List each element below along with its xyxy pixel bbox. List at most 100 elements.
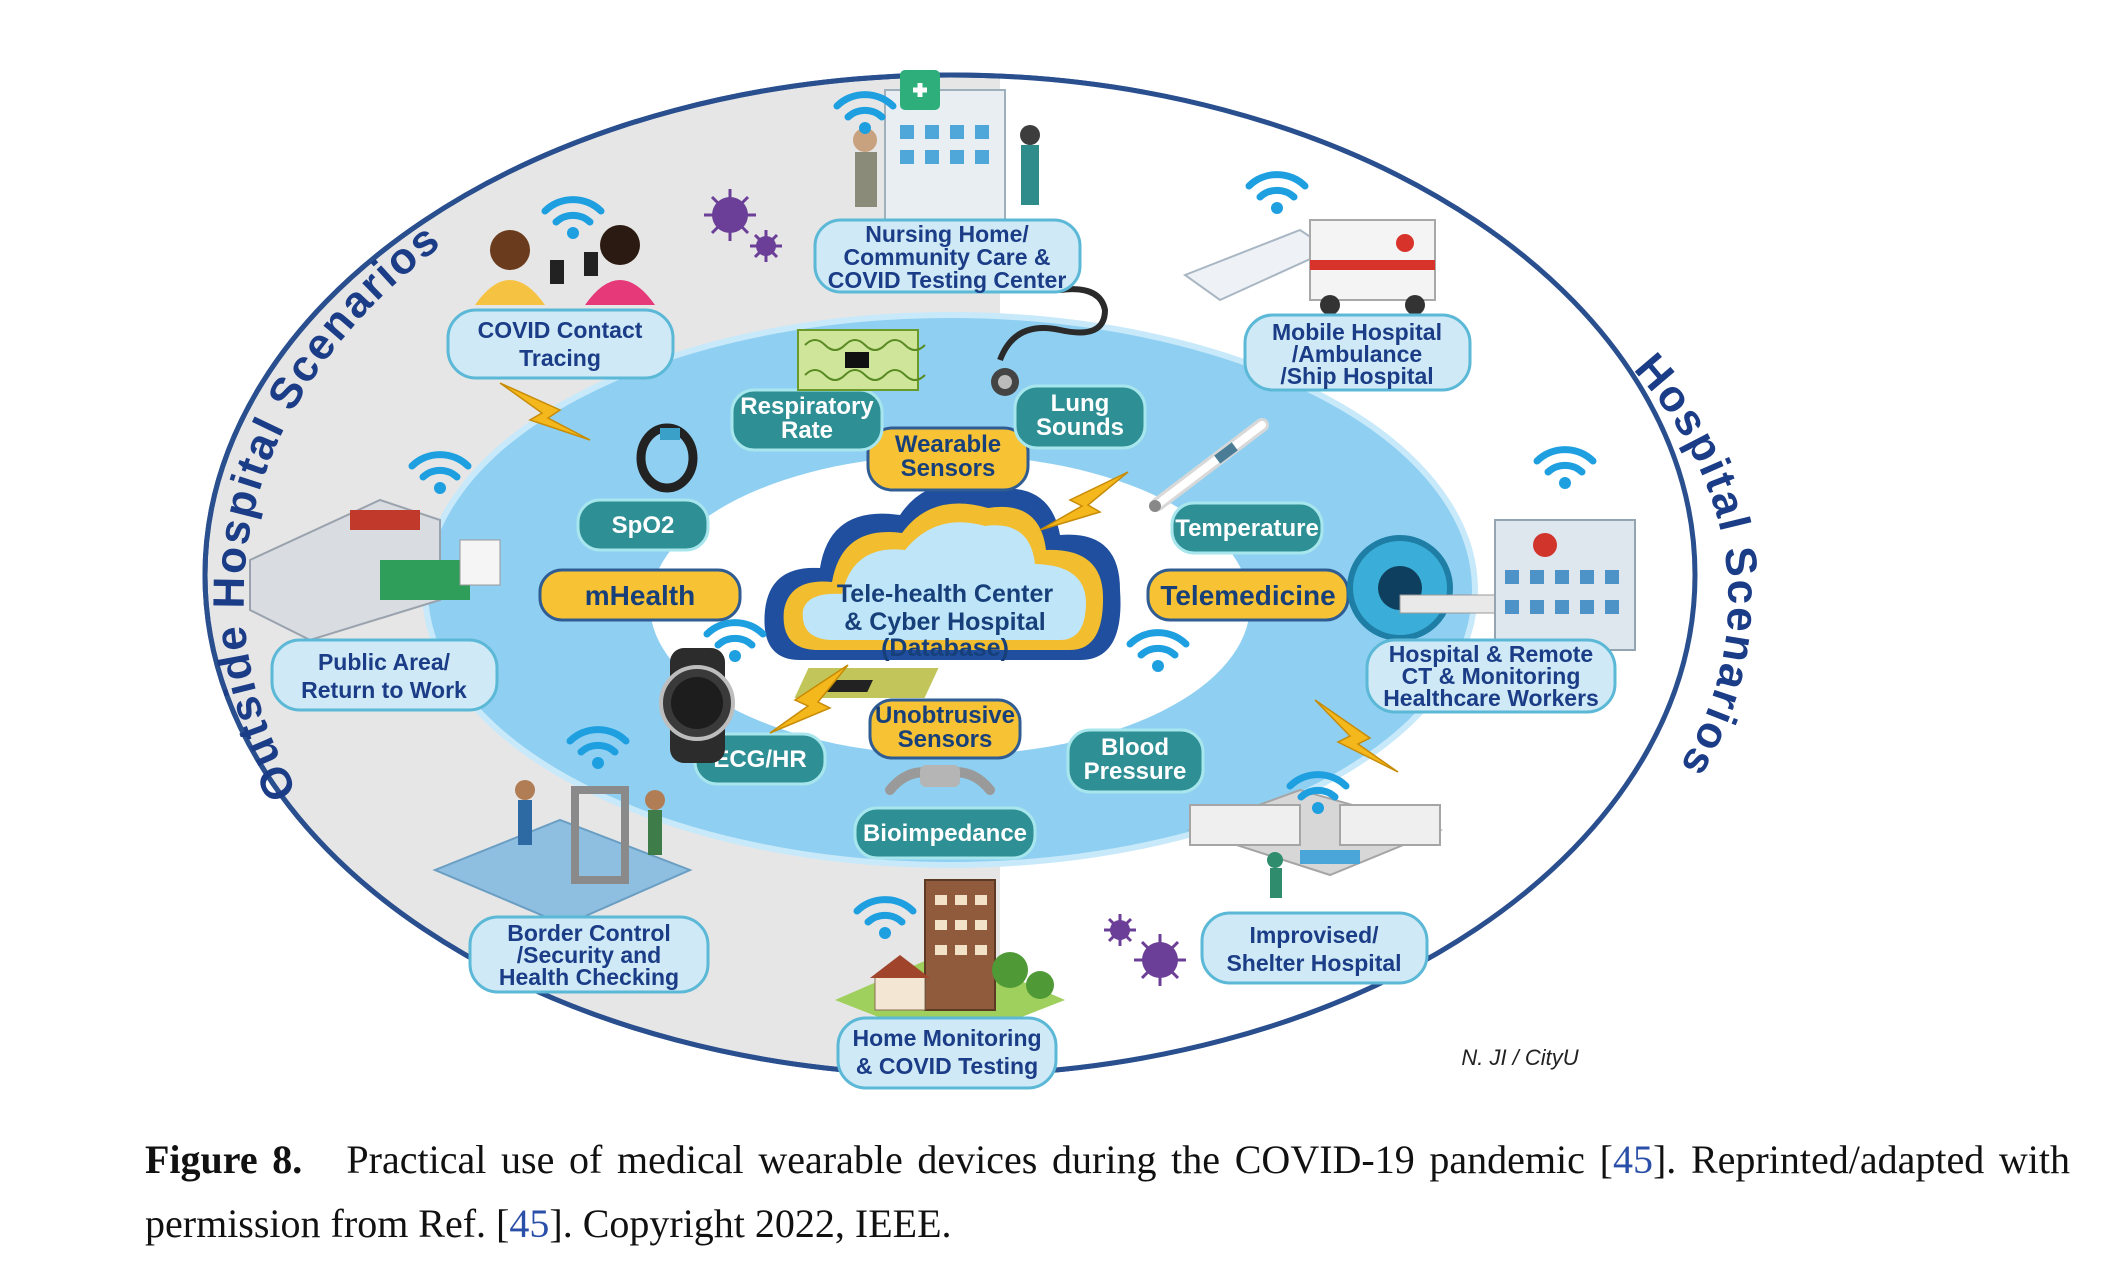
blood-pressure-line-2: Pressure [1084,758,1187,785]
lightning-bolt-icon [1039,471,1129,531]
ecg-hr-pill: ECG/HR [693,732,827,786]
mhealth-pill: mHealth [538,568,742,622]
blood-pressure-line-1: Blood [1101,734,1169,761]
smartwatch-icon [659,648,735,763]
border-control-line-3: Health Checking [499,964,679,990]
unobtrusive-sensors-pill: Unobtrusive Sensors [868,698,1022,760]
wifi-icon [833,91,897,134]
bioimpedance-pill: Bioimpedance [853,806,1037,860]
scenario-home-monitoring: Home Monitoring & COVID Testing [836,1016,1058,1090]
nursing-home-building-icon [853,70,1040,221]
wearable-sensors-pill: Wearable Sensors [866,426,1030,492]
unobtrusive-sensors-line-2: Sensors [898,726,993,753]
lung-sounds-pill: Lung Sounds [1013,384,1147,450]
scenario-mobile-hospital: Mobile Hospital /Ambulance /Ship Hospita… [1243,313,1472,392]
spo2-pill: SpO2 [576,498,710,552]
ambulance-and-ship-icon [1182,219,1436,315]
public-area-line-2: Return to Work [301,677,467,703]
wifi-icon [703,619,767,662]
caption-text-1: Practical use of medical wearable device… [346,1137,1613,1182]
virus-icon [750,230,782,262]
scenario-border-control: Border Control /Security and Health Chec… [468,915,710,994]
wifi-icon [853,896,917,939]
scenario-improvised-shelter: Improvised/ Shelter Hospital [1200,911,1429,985]
center-cloud: Tele-health Center & Cyber Hospital (Dat… [764,483,1121,662]
mobile-hospital-line-3: /Ship Hospital [1280,363,1433,389]
citation-link[interactable]: 45 [1612,1137,1653,1182]
bioimpedance-sensor-icon [885,765,995,795]
center-line-3: (Database) [881,634,1009,662]
wifi-icon [1533,446,1597,489]
store-public-area-icon [249,498,501,642]
caption-text-2: ]. Reprinted/adapted with permission fro… [145,1137,2071,1246]
ct-scanner-hospital-icon [1347,519,1636,651]
center-line-1: Tele-health Center [837,580,1054,608]
home-monitoring-line-1: Home Monitoring [852,1025,1041,1051]
wifi-icon [1126,629,1190,672]
unobtrusive-sensors-line-1: Unobtrusive [875,702,1015,729]
nursing-home-line-2: Community Care & [843,244,1050,270]
virus-icon [1134,934,1186,986]
wearable-sensors-line-2: Sensors [901,455,996,482]
covid-contact-line-2: Tracing [519,345,601,371]
respiratory-sensor-patch-icon [797,329,926,391]
border-control-line-1: Border Control [507,920,671,946]
public-area-line-1: Public Area/ [318,649,451,675]
lung-sounds-line-1: Lung [1051,390,1110,417]
wifi-icon [408,451,472,494]
scenario-hospital-remote: Hospital & Remote CT & Monitoring Health… [1365,638,1617,714]
scenario-nursing-home: Nursing Home/ Community Care & COVID Tes… [813,218,1082,294]
figure-caption: Figure 8. Practical use of medical weara… [145,1128,2070,1256]
image-credit: N. JI / CityU [1461,1045,1578,1070]
bioimpedance-label: Bioimpedance [863,820,1027,847]
wifi-icon [1286,771,1350,814]
lightning-bolt-icon [499,382,591,441]
telemedicine-pill: Telemedicine [1146,568,1350,622]
temperature-pill: Temperature [1170,501,1324,555]
shelter-hospital-icon [1186,788,1444,898]
wifi-icon [1245,171,1309,214]
stethoscope-icon [991,286,1109,396]
improvised-shelter-line-1: Improvised/ [1249,922,1379,948]
telemedicine-label: Telemedicine [1160,580,1335,611]
figure-label: Figure 8. [145,1137,303,1182]
security-checkpoint-icon [432,780,693,927]
improvised-shelter-line-2: Shelter Hospital [1226,950,1401,976]
covid-wearables-diagram: Tele-health Center & Cyber Hospital (Dat… [202,70,1766,1090]
mobile-hospital-line-2: /Ambulance [1292,341,1422,367]
people-with-phones-icon [475,225,655,305]
lightning-bolt-icon [769,664,849,734]
hospital-remote-line-1: Hospital & Remote [1389,641,1593,667]
wifi-icon [541,196,605,239]
mhealth-label: mHealth [585,580,695,611]
mobile-hospital-line-1: Mobile Hospital [1272,319,1442,345]
virus-icon [704,189,756,241]
respiratory-rate-line-2: Rate [781,417,833,444]
smart-ring-icon [636,423,698,493]
blood-pressure-pill: Blood Pressure [1066,728,1205,794]
respiratory-rate-pill: Respiratory Rate [730,388,884,452]
covid-contact-line-1: COVID Contact [478,317,643,343]
virus-icon [1104,914,1136,946]
temperature-label: Temperature [1175,515,1319,542]
hospital-remote-line-3: Healthcare Workers [1383,685,1599,711]
center-line-2: & Cyber Hospital [844,608,1045,636]
scenario-public-area: Public Area/ Return to Work [270,638,499,712]
blood-pressure-sensor-icon [794,668,939,698]
lung-sounds-line-2: Sounds [1036,414,1124,441]
ecg-hr-label: ECG/HR [713,746,806,773]
thermometer-icon [1149,418,1269,512]
citation-link[interactable]: 45 [509,1201,550,1246]
caption-text-3: ]. Copyright 2022, IEEE. [549,1201,952,1246]
lightning-bolt-icon [1314,699,1399,773]
home-monitoring-line-2: & COVID Testing [856,1053,1038,1079]
border-control-line-2: /Security and [517,942,661,968]
respiratory-rate-line-1: Respiratory [740,393,874,420]
scenario-covid-contact-tracing: COVID Contact Tracing [446,308,675,380]
wifi-icon [566,726,630,769]
nursing-home-line-3: COVID Testing Center [828,267,1067,293]
nursing-home-line-1: Nursing Home/ [865,221,1029,247]
hospital-remote-line-2: CT & Monitoring [1402,663,1581,689]
spo2-label: SpO2 [612,512,675,539]
wearable-sensors-line-1: Wearable [895,431,1001,458]
